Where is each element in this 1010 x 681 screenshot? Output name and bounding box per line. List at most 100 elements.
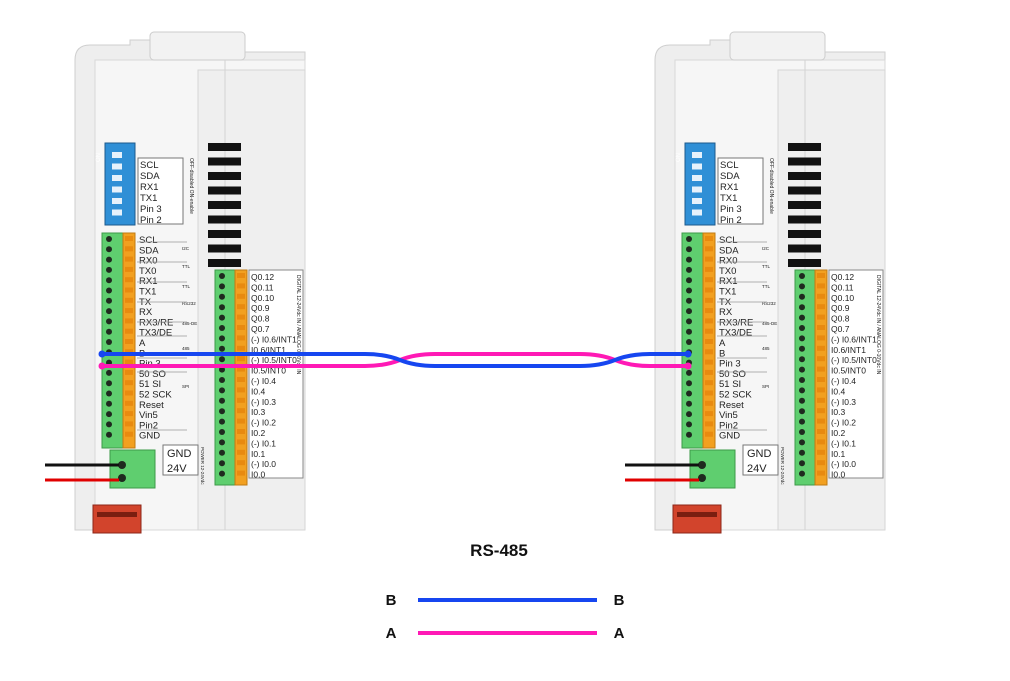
right-terminal-tab <box>237 470 245 476</box>
left-terminal-tab <box>125 421 133 427</box>
stripe <box>208 143 241 151</box>
left-terminal-hole <box>106 390 112 397</box>
left-terminal-label: TX3/DE <box>719 328 752 339</box>
left-terminal-hole <box>106 256 112 263</box>
wire-a <box>102 352 688 368</box>
left-terminal-tab <box>705 380 713 386</box>
stripe <box>208 215 241 224</box>
right-terminal-tab <box>817 408 825 414</box>
right-terminal-label: I0.1 <box>831 449 845 459</box>
right-terminal-tab <box>817 335 825 341</box>
left-terminal-block <box>101 232 126 449</box>
right-terminal-label: (-) I0.4 <box>251 376 276 386</box>
left-terminal-tab <box>125 236 133 241</box>
right-side-note: DIGITAL 12-24Vdc IN / ANALOG 0-10Vdc IN <box>875 275 881 375</box>
right-terminal-label: I0.4 <box>251 386 265 396</box>
left-terminal-label: TX1 <box>719 287 736 298</box>
group-tag: I2C <box>182 246 190 251</box>
right-terminal-hole <box>799 387 805 394</box>
left-terminal-hole <box>686 277 692 284</box>
dip-switch-lever <box>112 209 122 216</box>
right-terminal-label: (-) I0.5/INT0 <box>251 355 297 365</box>
stripe <box>788 143 821 151</box>
right-terminal-tab <box>237 325 245 330</box>
stripe <box>208 244 241 253</box>
group-tag: RS232 <box>762 301 776 306</box>
right-terminal-label: (-) I0.6/INT1 <box>251 334 297 344</box>
left-terminal-label: B <box>719 348 725 359</box>
right-terminal-hole <box>219 345 225 352</box>
bottom-connector <box>92 504 142 534</box>
right-terminal-tab <box>237 377 245 382</box>
dip-side-note: OFF-disabled ON-enable <box>768 158 774 214</box>
right-terminal-label: (-) I0.2 <box>831 418 856 428</box>
right-terminal-label: Q0.9 <box>831 303 850 313</box>
right-terminal-hole <box>219 273 225 279</box>
left-terminal-label: Pin2 <box>719 420 738 431</box>
left-terminal-label: RX0 <box>719 256 737 267</box>
right-terminal-hole <box>219 377 225 383</box>
dip-label: SDA <box>720 171 740 182</box>
left-terminal-hole <box>686 318 692 325</box>
dip-switch-lever <box>692 163 702 170</box>
right-terminal-tab <box>817 418 825 424</box>
dip-switch-lever <box>692 209 702 216</box>
left-terminal-label: SCL <box>719 235 737 246</box>
left-terminal-hole <box>106 266 112 273</box>
left-terminal-label: RX3/RE <box>719 317 753 328</box>
dip-label: SCL <box>140 160 158 171</box>
stripe <box>208 201 241 209</box>
dip-switch-lever <box>692 152 702 158</box>
right-terminal-label: I0.6/INT1 <box>831 345 866 355</box>
top-clip <box>729 31 826 61</box>
wire-end <box>684 362 692 370</box>
right-terminal-tab <box>817 356 825 362</box>
dip-switch-lever <box>692 186 702 193</box>
right-terminal-hole <box>799 283 805 290</box>
left-terminal-hole <box>106 318 112 325</box>
dip-label: RX1 <box>720 182 738 193</box>
right-terminal-label: (-) I0.1 <box>251 438 276 448</box>
right-terminal-tab <box>237 283 245 289</box>
right-terminal-hole <box>799 293 805 300</box>
left-terminal-hole <box>106 411 112 418</box>
left-terminal-hole <box>686 369 692 376</box>
dip-switch-lever <box>692 198 702 204</box>
right-terminal-tab <box>817 377 825 382</box>
left-terminal-tab <box>125 359 133 365</box>
left-terminal-tab <box>705 308 713 314</box>
left-terminal-label: TX0 <box>719 266 736 277</box>
dip-label: Pin 3 <box>720 204 742 215</box>
left-terminal-label: 51 SI <box>719 379 741 390</box>
left-terminal-label: GND <box>139 431 160 442</box>
left-terminal-hole <box>686 421 692 428</box>
power-label-box <box>162 444 199 476</box>
left-terminal-tab <box>125 297 133 303</box>
legend-left-label: B <box>386 592 397 609</box>
right-terminal-hole <box>219 418 225 425</box>
right-terminal-tab <box>237 408 245 414</box>
left-terminal-hole <box>686 308 692 315</box>
left-terminal-label: 52 SCK <box>719 390 752 401</box>
right-terminal-hole <box>219 460 225 467</box>
left-terminal-tab <box>125 380 133 386</box>
group-tag: I2C <box>762 246 770 251</box>
right-terminal-label: (-) I0.5/INT0 <box>831 355 877 365</box>
group-tag: SPI <box>762 384 769 389</box>
wire-b <box>102 352 688 368</box>
right-terminal-tab <box>237 397 245 403</box>
left-terminal-tab <box>705 431 713 437</box>
right-terminal-label: Q0.7 <box>831 324 850 334</box>
left-terminal-hole <box>106 400 112 407</box>
group-tag: 485 <box>762 346 770 351</box>
right-terminal-label: I0.6/INT1 <box>251 345 286 355</box>
left-terminal-label: TX0 <box>139 266 156 277</box>
right-terminal-hole <box>799 418 805 425</box>
right-terminal-tab <box>817 449 825 455</box>
right-terminal-hole <box>219 366 225 373</box>
group-tag: SPI <box>182 384 189 389</box>
left-terminal-hole <box>686 246 692 253</box>
right-terminal-hole <box>799 449 805 456</box>
stripe <box>208 186 241 195</box>
